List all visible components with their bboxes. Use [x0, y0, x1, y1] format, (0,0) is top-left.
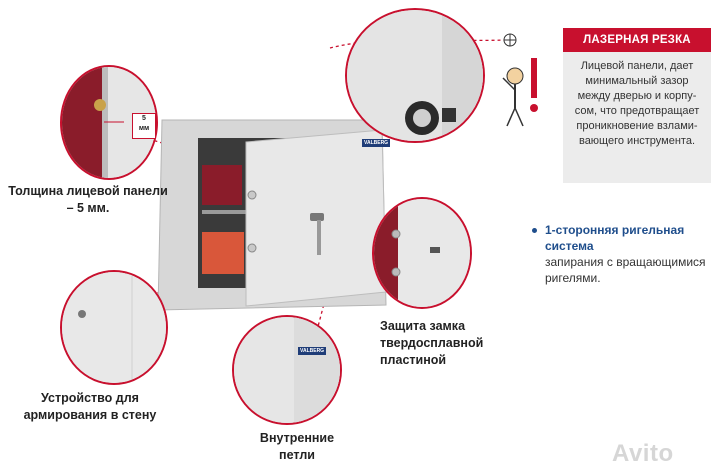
exclamation-icon: [531, 58, 537, 98]
interior-box-red: [202, 165, 242, 205]
hinges-zoom: VALBERG: [232, 315, 342, 425]
keyhole-icon: [310, 213, 324, 221]
lock-protection-detail: [374, 199, 470, 307]
panel-title: ЛАЗЕРНАЯ РЕЗКА: [563, 28, 711, 52]
anchoring-detail: [62, 272, 166, 383]
lock-keyhole-icon: [430, 247, 440, 253]
laser-cut-zoom: [345, 8, 485, 143]
laser-cut-detail: [347, 10, 483, 141]
bolt-lower-icon: [247, 243, 257, 253]
panel-thickness-zoom: [60, 65, 158, 180]
anchoring-zoom: [60, 270, 168, 385]
crosshair-icon: [504, 34, 516, 46]
feature-title: 1-сторонняя ригельная система: [545, 223, 685, 253]
brand-badge: VALBERG: [362, 139, 391, 147]
hinges-detail: [234, 317, 340, 423]
dimension-value: 5: [142, 115, 146, 122]
bolt-icon: [94, 99, 106, 111]
bolt-upper-icon: [247, 190, 257, 200]
cartoon-character: [502, 58, 538, 127]
laser-info-panel: ЛАЗЕРНАЯ РЕЗКА Лицевой панели, дает мини…: [563, 28, 711, 183]
lock-protection-label: Защита замка твердосплавной пластиной: [380, 319, 484, 367]
dimension-box: 5 мм: [132, 113, 156, 139]
hinges-label: Внутренние петли: [259, 431, 335, 462]
dimension-unit: мм: [138, 125, 150, 132]
thickness-label: Толщина лицевой панели – 5 мм.: [8, 184, 168, 215]
feature-text: запирания с вращающимися ригелями.: [545, 255, 706, 285]
feature-bullet: 1-сторонняя ригельная система запирания …: [545, 222, 720, 286]
watermark: Avito: [612, 440, 674, 467]
panel-text: Лицевой панели, дает минимальный зазор м…: [574, 60, 700, 147]
lock-protection-zoom: [372, 197, 472, 309]
character-head-icon: [506, 67, 524, 85]
safe-illustration: [157, 119, 387, 311]
bullet-dot: [532, 228, 537, 233]
anchoring-label: Устройство для армирования в стену: [23, 391, 157, 422]
interior-box-orange: [202, 232, 244, 274]
anchor-bolt-icon: [78, 310, 86, 318]
brand-badge-hinges: VALBERG: [298, 347, 327, 355]
key-icon: [317, 220, 321, 255]
